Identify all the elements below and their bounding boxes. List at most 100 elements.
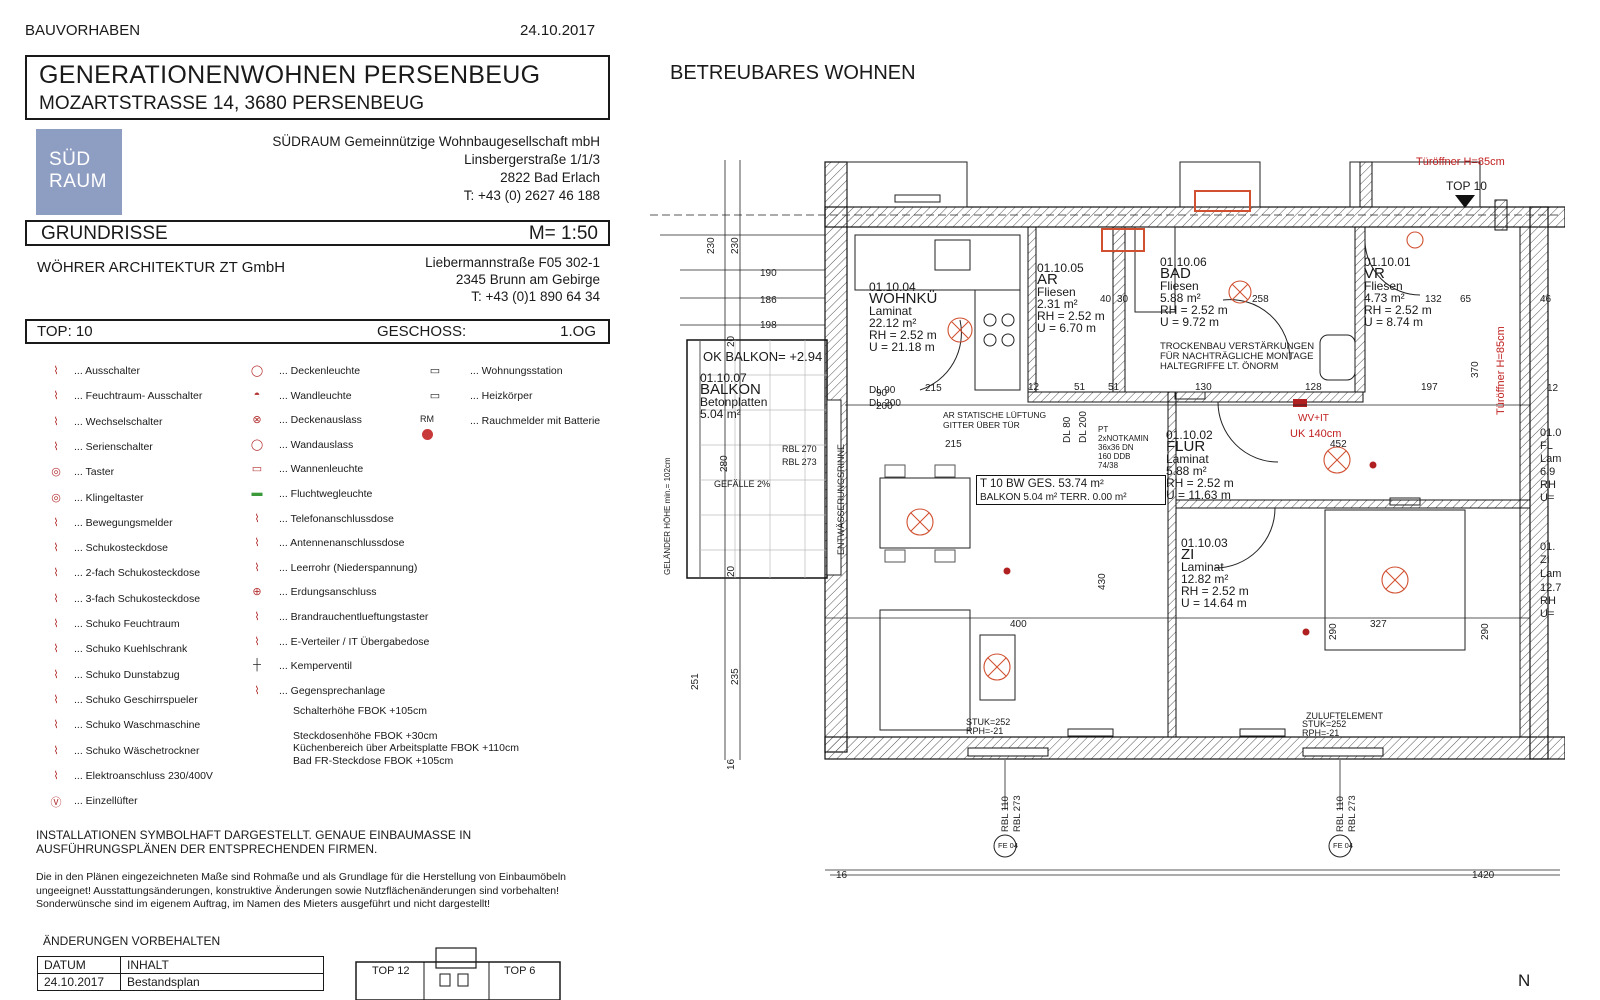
project-address: MOZARTSTRASSE 14, 3680 PERSENBEUG <box>39 93 425 114</box>
dishwasher-socket-icon: ⌇ <box>53 693 59 706</box>
dimension-label: 20 <box>726 565 737 577</box>
door-dimension-label: DL 80 <box>1062 416 1073 443</box>
legend-item: ... Wechselschalter <box>74 415 163 428</box>
client-block: SÜDRAUM Gemeinnützige Wohnbaugesellschaf… <box>140 133 600 205</box>
room-id: 01.10.07 <box>700 371 747 385</box>
neighbor-room-label: FL <box>1540 440 1553 452</box>
motion-sensor-icon: ⌇ <box>53 516 59 529</box>
ceiling-outlet-icon: ⊗ <box>252 414 262 427</box>
changes-header-row: DATUM INHALT <box>37 956 324 974</box>
radiator-icon: ▭ <box>429 390 441 402</box>
dimension-label: 51 <box>1074 382 1086 393</box>
neighbor-room-label: RH <box>1540 595 1556 607</box>
plan-date: 24.10.2017 <box>520 22 596 39</box>
gefaelle-label: GEFÄLLE 2% <box>714 479 771 489</box>
valve-icon: ┼ <box>253 659 261 672</box>
legend-item: ... Einzellüfter <box>74 795 138 808</box>
rbl-270: RBL 270 <box>782 444 817 454</box>
install-note-line2: AUSFÜHRUNGSPLÄNEN DER ENTSPRECHENDEN FIR… <box>36 842 378 856</box>
wv-it-label: WV+IT <box>1298 413 1329 424</box>
distributor-icon: ⌇ <box>254 635 260 648</box>
legend-item: ... Antennenanschlussdose <box>279 537 405 550</box>
legend-item: ... 3-fach Schukosteckdose <box>74 592 201 605</box>
station-icon: ▭ <box>429 365 441 377</box>
antenna-socket-icon: ⌇ <box>254 537 260 550</box>
lueftung-note: AR STATISCHE LÜFTUNG GITTER ÜBER TÜR <box>943 410 1046 430</box>
legend-item: ... Brandrauchentlueftungstaster <box>279 611 429 623</box>
trockenbau-line3: HALTEGRIFFE LT. ÖNORM <box>1160 361 1279 372</box>
legend-item: ... Serienschalter <box>74 440 153 453</box>
room-area: 12.82 m² <box>1181 572 1229 586</box>
summary-balcony: BALKON 5.04 m² TERR. 0.00 m² <box>980 492 1127 503</box>
power-connection-icon: ⌇ <box>53 769 59 782</box>
geschoss-label: GESCHOSS: <box>377 323 467 340</box>
gelaender-label: GELÄNDER HÖHE min.= 102cm <box>663 457 672 575</box>
rph-value-2: RPH=-21 <box>1302 728 1340 738</box>
changes-col-date: DATUM <box>37 956 121 974</box>
dimension-label: 130 <box>1195 382 1212 393</box>
legend-item: ... Schuko Geschirrspueler <box>74 693 198 706</box>
room-u: U = 8.74 m <box>1364 315 1424 329</box>
dimension-label: 51 <box>1108 382 1120 393</box>
room-area: 4.73 m² <box>1364 291 1405 305</box>
room-area: 5.88 m² <box>1160 291 1201 305</box>
neighbor-room-label: Lam <box>1540 568 1562 580</box>
raw-note-line3: Sonderwünsche sind im eigenem Auftrag, i… <box>36 898 491 910</box>
architect-street: Liebermannstraße F05 302-1 <box>425 255 600 270</box>
room-u: U = 11.63 m <box>1166 488 1231 502</box>
dimension-label: 16 <box>726 758 737 770</box>
dimension-label: 215 <box>945 439 962 450</box>
room-floor: Betonplatten <box>700 395 768 409</box>
legend-item: ... Deckenleuchte <box>279 365 361 377</box>
room-rh: RH = 2.52 m <box>1166 476 1234 490</box>
uk-label: UK 140cm <box>1290 428 1342 440</box>
dimension-label: 452 <box>1330 439 1347 450</box>
notkamin-label: PT 2xNOTKAMIN 36x36 DN 160 DDB 74/38 <box>1098 425 1149 470</box>
drawing-type-box: GRUNDRISSE M= 1:50 <box>25 220 610 246</box>
architect-block: Liebermannstraße F05 302-1 2345 Brunn am… <box>300 254 600 305</box>
legend-item: ... 2-fach Schukosteckdose <box>74 567 201 580</box>
switch-icon: ⌇ <box>53 365 59 377</box>
legend-item: ... Bewegungsmelder <box>74 516 173 529</box>
dryer-socket-icon: ⌇ <box>53 744 59 757</box>
changeover-switch-icon: ⌇ <box>53 415 59 428</box>
socket-icon: ⌇ <box>53 542 59 555</box>
trockenbau-line2: FÜR NACHTRÄGLICHE MONTAGE <box>1160 351 1314 362</box>
logo-line2: RAUM <box>49 171 107 192</box>
dimension-label: 290 <box>1328 623 1339 640</box>
dimension-label: 16 <box>836 870 848 881</box>
dimension-label: 430 <box>1097 573 1108 590</box>
rinne-label: ENTWÄSSERUNGSRINNE <box>836 443 846 555</box>
rbl-273-b: RBL 273 <box>1347 795 1358 832</box>
architect-name: WÖHRER ARCHITEKTUR ZT GmbH <box>37 259 286 276</box>
wall-light-icon: ◓ <box>253 388 261 401</box>
wall-corridor <box>1027 391 1364 403</box>
dimension-label: 280 <box>719 455 730 472</box>
neighbor-room-label: U= <box>1540 492 1555 504</box>
hood-socket-icon: ⌇ <box>53 668 59 681</box>
balcony-level: OK BALKON= +2.94 <box>703 349 823 364</box>
install-note-line1: INSTALLATIONEN SYMBOLHAFT DARGESTELLT. G… <box>36 828 472 842</box>
dimension-label: 46 <box>1540 294 1552 305</box>
wet-socket-icon: ⌇ <box>53 618 59 630</box>
room-floor: Fliesen <box>1037 285 1076 299</box>
room-rh: RH = 2.52 m <box>1160 303 1228 317</box>
dimension-label: 190 <box>760 268 777 279</box>
dimension-label: 200 <box>876 401 893 412</box>
neighbor-room-label: 01. <box>1540 541 1556 553</box>
room-floor: Fliesen <box>1364 279 1403 293</box>
changes-title: ÄNDERUNGEN VORBEHALTEN <box>43 934 221 948</box>
stuk-label: STUK=252 RPH=-21 <box>966 718 1010 736</box>
client-phone: T: +43 (0) 2627 46 188 <box>463 188 600 203</box>
dimension-label: 230 <box>706 237 717 254</box>
smoke-detector-dot-icon <box>422 429 433 440</box>
client-city: 2822 Bad Erlach <box>500 170 600 185</box>
wall-ar <box>1027 226 1037 393</box>
dimension-label: 370 <box>1470 361 1481 378</box>
table-row: 24.10.2017 Bestandsplan <box>37 973 324 991</box>
neighbor-room-label: 01.0 <box>1540 427 1562 439</box>
rbl-110-b: RBL 110 <box>1335 796 1346 832</box>
